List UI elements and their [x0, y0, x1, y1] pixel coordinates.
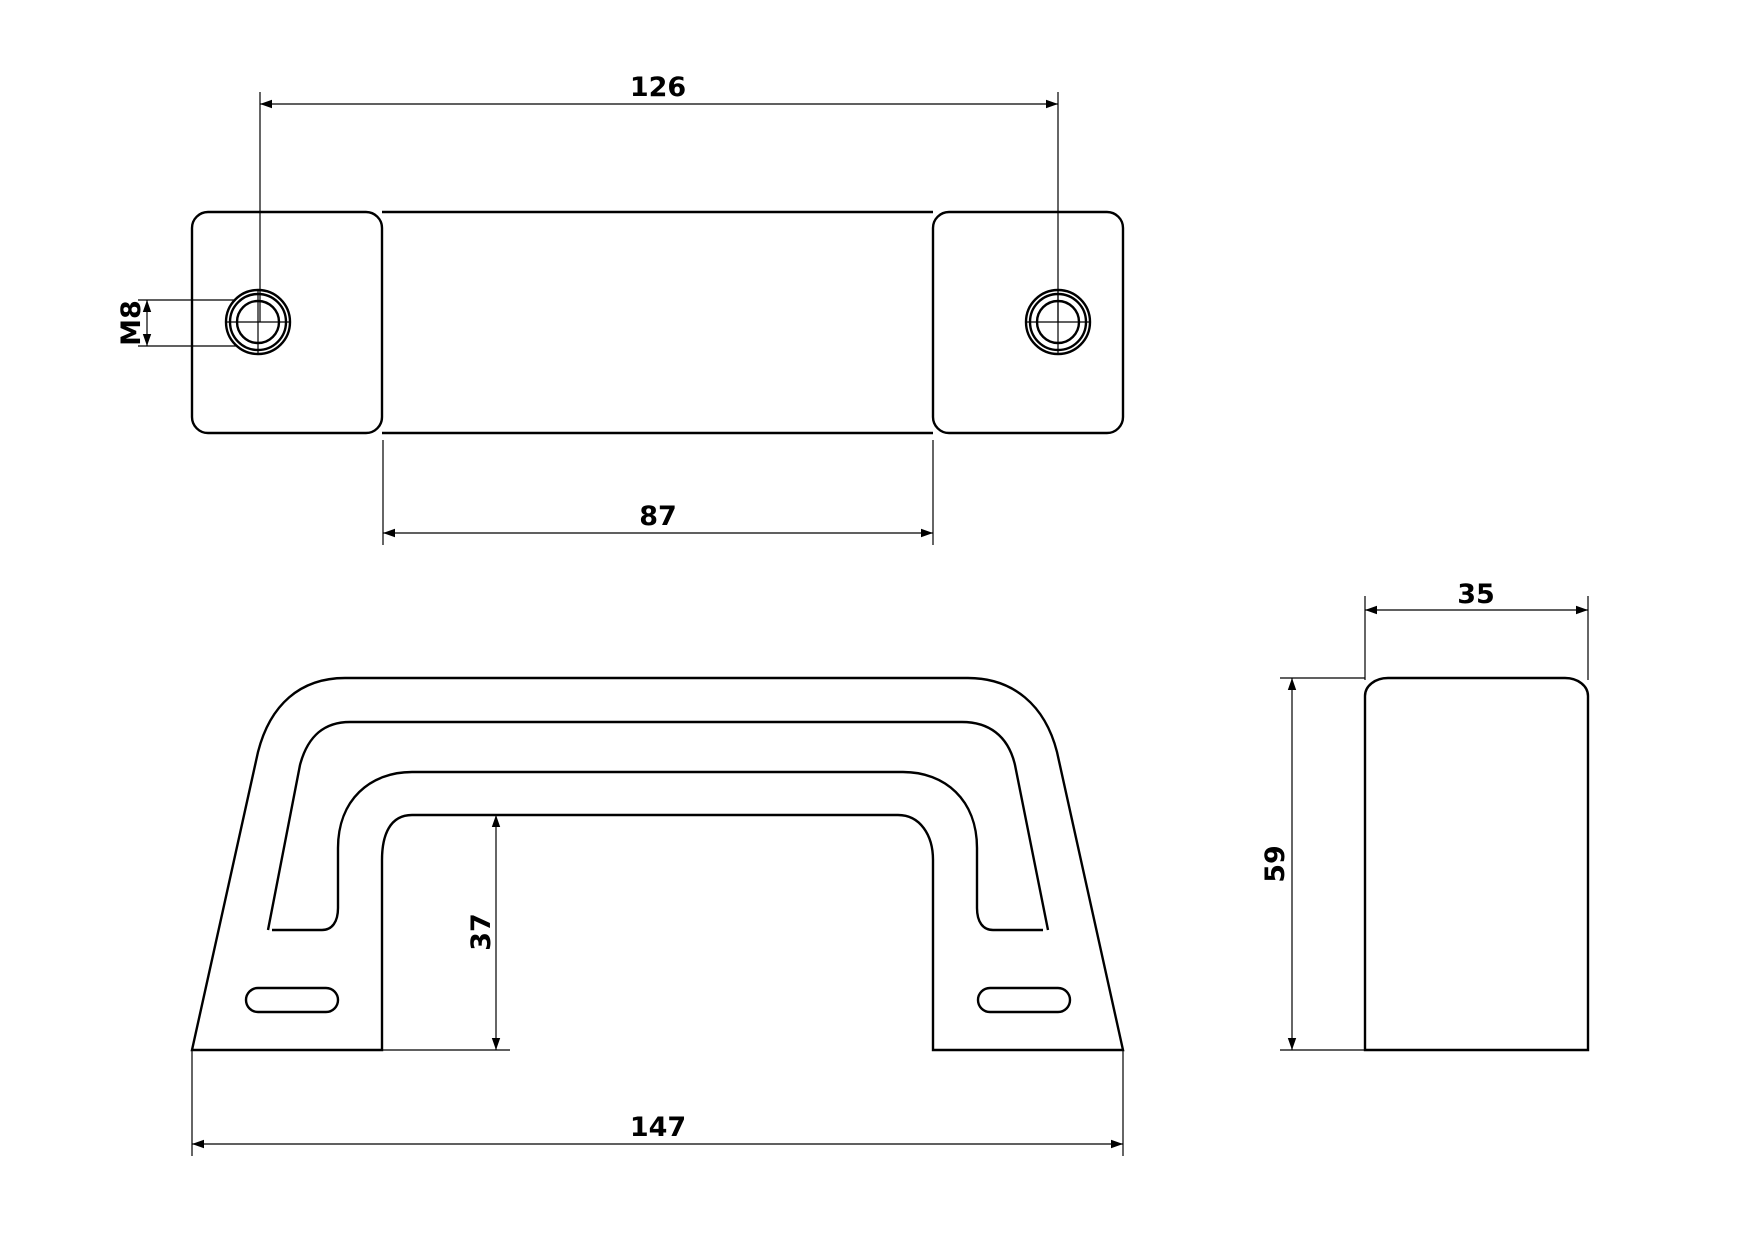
- left-base-pad: [190, 210, 384, 435]
- right-base-pad: [931, 210, 1125, 435]
- handle-side-profile: [1363, 676, 1590, 1052]
- dimension-label-147: 147: [630, 1112, 686, 1143]
- dimension-label-126: 126: [630, 72, 686, 103]
- dimension-label-37: 37: [466, 913, 497, 951]
- dimension-hole-spacing: 126: [259, 72, 1059, 322]
- dimension-label-35: 35: [1457, 579, 1495, 610]
- front-view: 37 147: [190, 676, 1125, 1156]
- dimension-overall-length: 147: [191, 1050, 1124, 1156]
- side-view: 35 59: [1260, 579, 1590, 1052]
- dimension-label-m8: M8: [116, 300, 147, 346]
- handle-outer-profile: [190, 676, 1125, 1052]
- dimension-inner-span: 87: [382, 440, 934, 545]
- right-mounting-slot: [976, 986, 1072, 1014]
- handle-grip-outline: [382, 210, 933, 435]
- dimension-thread: M8: [116, 299, 236, 347]
- handle-inner-contour: [266, 720, 1050, 931]
- left-mounting-slot: [244, 986, 340, 1014]
- hole-center-marks: [226, 290, 1090, 354]
- top-view: 126 M8 87: [116, 72, 1125, 545]
- dimension-overall-height: 59: [1260, 677, 1365, 1051]
- dimension-label-87: 87: [639, 501, 677, 532]
- dimension-label-59: 59: [1260, 845, 1291, 883]
- handle-grip-inner-rib: [272, 770, 1043, 932]
- dimension-clearance-height: 37: [382, 815, 510, 1051]
- dimension-depth: 35: [1364, 579, 1589, 680]
